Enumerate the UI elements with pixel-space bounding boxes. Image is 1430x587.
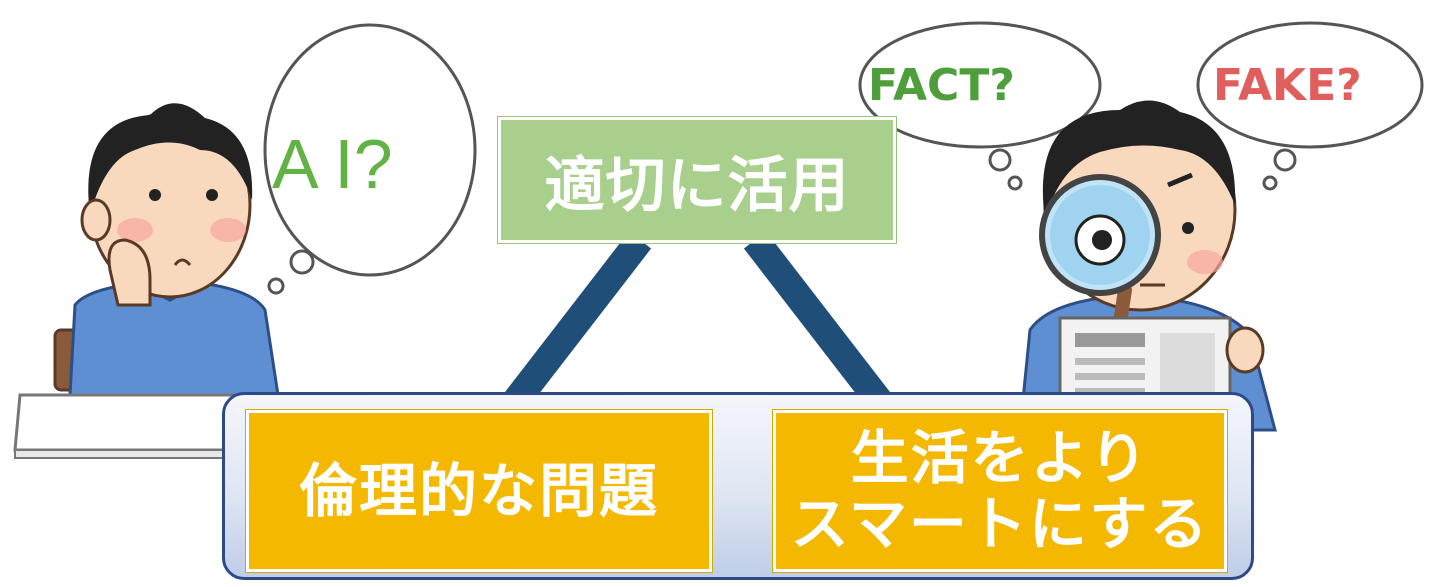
top-concept-box: 適切に活用: [498, 117, 896, 243]
ai-question-text: A I?: [272, 125, 393, 203]
right-concept-label-line-2: スマートにする: [790, 490, 1210, 558]
top-concept-label: 適切に活用: [544, 150, 850, 221]
left-concept-label: 倫理的な問題: [298, 457, 659, 525]
left-concept-box: 倫理的な問題: [246, 410, 712, 572]
magnifier-reader-icon: [1018, 100, 1277, 432]
thought-bubble-fake-icon: [1196, 21, 1424, 191]
fact-question-text: FACT?: [868, 60, 1015, 111]
right-concept-box: 生活をより スマートにする: [773, 410, 1227, 572]
right-concept-label-line-1: 生活をより: [850, 424, 1150, 492]
thought-bubble-fact-icon: [858, 21, 1102, 191]
fake-question-text: FAKE?: [1213, 60, 1362, 111]
connector-lines: [503, 231, 892, 411]
thought-bubble-left-icon: [263, 23, 477, 295]
